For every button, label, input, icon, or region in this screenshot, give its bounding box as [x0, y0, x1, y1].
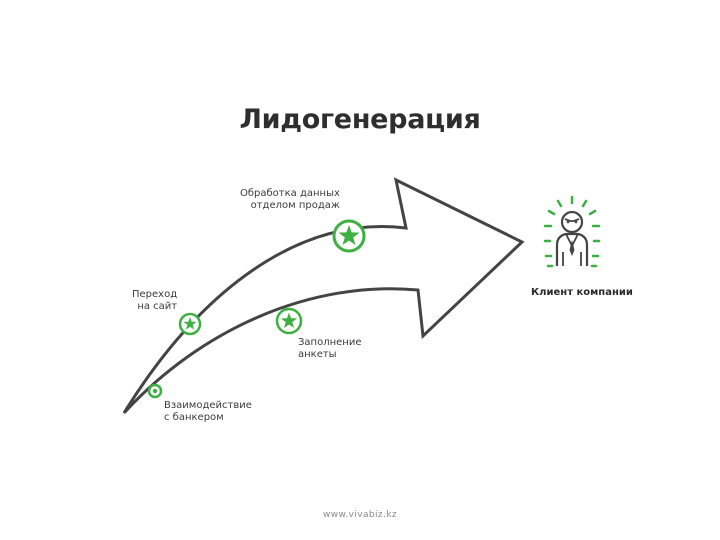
flow-arrow: [122, 177, 525, 415]
stage-label-form: Заполнение анкеты: [298, 337, 361, 361]
star-marker-processing: [332, 219, 366, 253]
dot-marker-banker: [147, 383, 163, 399]
stage-label-form-line2: анкеты: [298, 349, 337, 360]
star-marker-site: [178, 312, 202, 336]
stage-label-processing-line1: Обработка данных: [240, 188, 340, 199]
stage-label-site-line1: Переход: [132, 289, 178, 300]
stage-label-form-line1: Заполнение: [298, 337, 362, 348]
stage-label-processing-line2: отделом продаж: [250, 200, 340, 211]
client-label: Клиент компании: [531, 287, 633, 298]
stage-label-banker-line2: с банкером: [164, 412, 224, 423]
footer-url: www.vivabiz.kz: [322, 510, 398, 520]
page-title: Лидогенерация: [239, 104, 481, 135]
star-icon: [338, 225, 360, 245]
stage-label-banker-line1: Взаимодействие: [164, 400, 252, 411]
stage-label-site-line2: на сайт: [137, 301, 178, 312]
dot-icon: [152, 388, 158, 394]
star-marker-form: [275, 307, 303, 335]
stage-label-site: Переход на сайт: [132, 289, 177, 313]
star-icon: [280, 312, 298, 328]
stage-label-banker: Взаимодействие с банкером: [164, 400, 252, 424]
stage-label-processing: Обработка данных отделом продаж: [240, 188, 340, 212]
businessman-icon: [543, 195, 601, 268]
star-icon: [183, 317, 197, 330]
